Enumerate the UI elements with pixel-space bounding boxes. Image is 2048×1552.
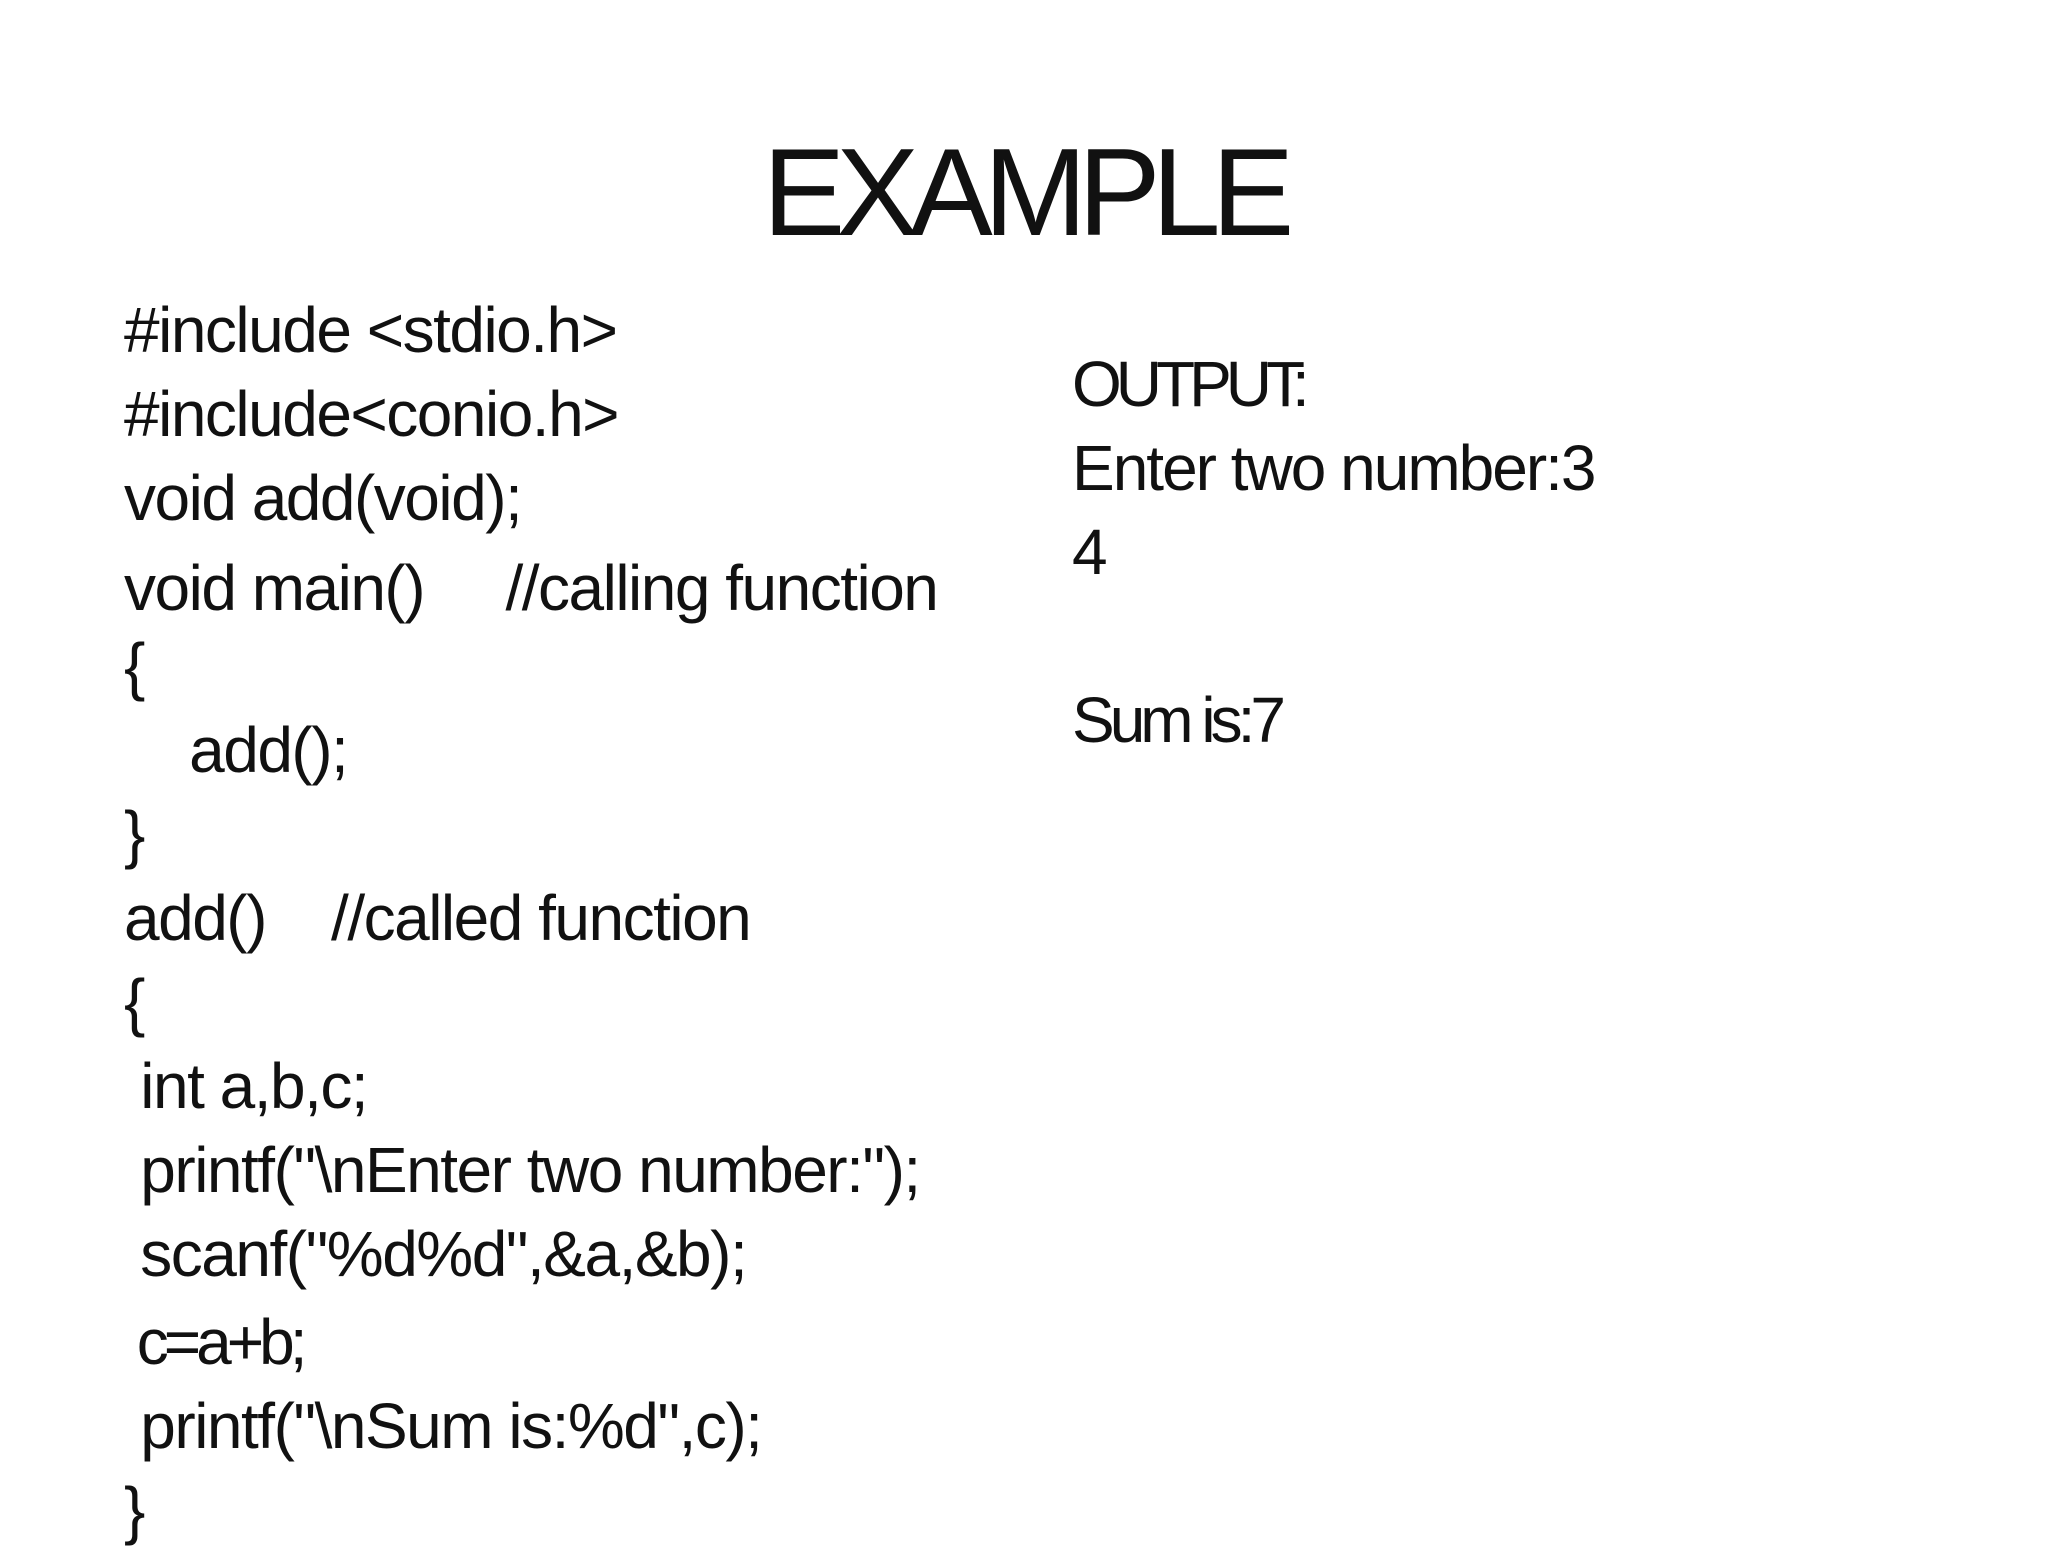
output-heading: OUTPUT: [1072, 348, 1310, 420]
output-line: 4 [1072, 516, 1108, 588]
code-line: scanf("%d%d",&a,&b); [124, 1218, 747, 1290]
output-line: Sum is:7 [1072, 684, 1286, 756]
output-line: Enter two number:3 [1072, 432, 1596, 504]
code-line: { [124, 630, 145, 702]
code-line: #include <stdio.h> [124, 294, 618, 366]
code-line: add(); [124, 714, 349, 786]
code-line: void add(void); [124, 462, 523, 534]
code-line: void main() //calling function [124, 552, 939, 624]
slide-title: EXAMPLE [762, 124, 1295, 262]
code-line: c=a+b; [124, 1306, 308, 1378]
code-line: int a,b,c; [124, 1050, 368, 1122]
code-line: printf("\nSum is:%d",c); [124, 1390, 763, 1462]
code-line: { [124, 966, 145, 1038]
code-line: printf("\nEnter two number:"); [124, 1134, 921, 1206]
code-line: add() //called function [124, 882, 752, 954]
code-line: } [124, 1474, 145, 1546]
code-line: #include<conio.h> [124, 378, 620, 450]
code-line: } [124, 798, 145, 870]
